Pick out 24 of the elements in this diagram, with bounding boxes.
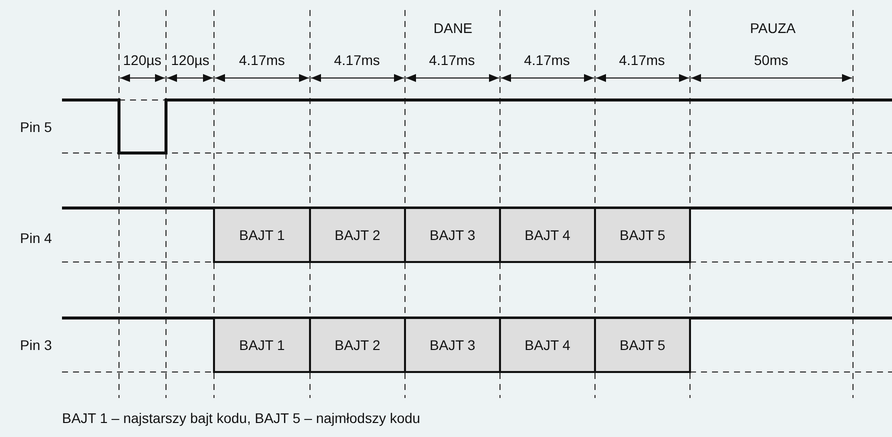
data-byte-box: BAJT 4 [499,207,596,263]
data-byte-box: BAJT 1 [213,207,311,263]
duration-label: 4.17ms [334,52,380,68]
duration-label: 120µs [123,52,162,68]
duration-label: 4.17ms [524,52,570,68]
data-byte-box: BAJT 5 [594,317,691,373]
pin-label: Pin 4 [20,230,52,246]
section-label: PAUZA [750,20,796,36]
data-byte-box: BAJT 4 [499,317,596,373]
data-byte-box: BAJT 3 [404,317,501,373]
section-label: DANE [434,20,472,36]
duration-label: 4.17ms [619,52,665,68]
pin-label: Pin 5 [20,119,52,135]
data-byte-box: BAJT 2 [309,207,406,263]
duration-label: 4.17ms [429,52,475,68]
caption-note: BAJT 1 – najstarszy bajt kodu, BAJT 5 – najmłodszy kodu [62,410,420,426]
pin-label: Pin 3 [20,337,52,353]
data-byte-box: BAJT 3 [404,207,501,263]
duration-label: 50ms [754,52,788,68]
duration-label: 120µs [171,52,210,68]
data-byte-box: BAJT 1 [213,317,311,373]
data-byte-box: BAJT 2 [309,317,406,373]
data-byte-box: BAJT 5 [594,207,691,263]
duration-label: 4.17ms [239,52,285,68]
